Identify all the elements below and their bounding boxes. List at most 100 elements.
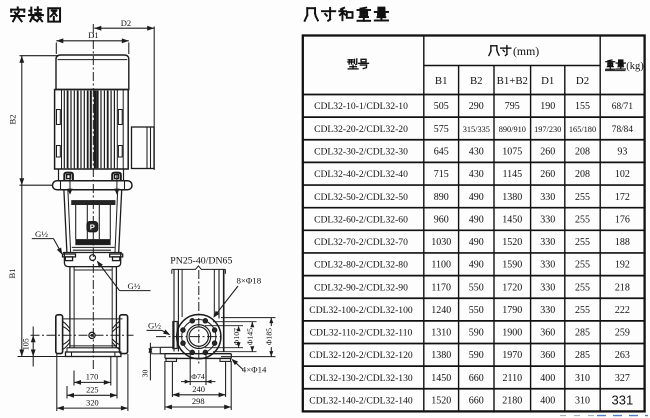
svg-text:30: 30: [141, 370, 150, 378]
svg-text:CDL32-20-2/CDL32-20: CDL32-20-2/CDL32-20: [314, 124, 408, 135]
svg-text:CDL32-120-2/CDL32-120: CDL32-120-2/CDL32-120: [309, 350, 413, 361]
svg-text:Φ107: Φ107: [232, 328, 241, 345]
svg-text:330: 330: [540, 237, 555, 248]
svg-text:255: 255: [575, 260, 590, 271]
svg-text:CDL32-80-2/CDL32-80: CDL32-80-2/CDL32-80: [314, 260, 408, 271]
svg-text:1520: 1520: [502, 237, 522, 248]
svg-text:Φ185: Φ185: [265, 328, 274, 345]
svg-text:360: 360: [540, 350, 555, 361]
svg-text:PN25-40/DN65: PN25-40/DN65: [170, 255, 232, 266]
svg-text:1310: 1310: [431, 328, 451, 339]
svg-text:222: 222: [615, 305, 630, 316]
svg-text:4×Φ14: 4×Φ14: [242, 365, 267, 375]
svg-text:165/180: 165/180: [569, 125, 596, 134]
svg-text:259: 259: [615, 328, 630, 339]
svg-text:660: 660: [469, 373, 484, 384]
svg-text:890: 890: [434, 192, 449, 203]
svg-text:890/910: 890/910: [499, 125, 526, 134]
svg-text:8×Φ18: 8×Φ18: [237, 276, 262, 286]
svg-text:430: 430: [469, 169, 484, 180]
svg-text:P: P: [90, 223, 95, 232]
svg-text:B2: B2: [470, 75, 483, 87]
svg-text:CDL32-60-2/CDL32-60: CDL32-60-2/CDL32-60: [314, 214, 408, 225]
svg-text:285: 285: [575, 328, 590, 339]
svg-text:Φ74: Φ74: [191, 372, 205, 381]
svg-text:330: 330: [540, 214, 555, 225]
svg-text:1520: 1520: [431, 396, 451, 407]
svg-text:B1: B1: [435, 75, 448, 87]
svg-text:78/84: 78/84: [612, 125, 634, 135]
svg-text:660: 660: [469, 396, 484, 407]
svg-text:360: 360: [540, 328, 555, 339]
svg-text:331: 331: [612, 393, 634, 408]
svg-text:715: 715: [434, 169, 449, 180]
svg-text:310: 310: [575, 373, 590, 384]
svg-text:CDL32-100-2/CDL32-100: CDL32-100-2/CDL32-100: [309, 305, 413, 316]
svg-text:CDL32-50-2/CDL32-50: CDL32-50-2/CDL32-50: [314, 192, 408, 203]
svg-text:505: 505: [434, 101, 449, 112]
svg-text:192: 192: [615, 260, 630, 271]
svg-text:1590: 1590: [502, 260, 522, 271]
svg-text:B1+B2: B1+B2: [497, 75, 528, 87]
svg-text:D1: D1: [541, 75, 554, 87]
svg-text:330: 330: [540, 305, 555, 316]
svg-text:(kg): (kg): [626, 61, 644, 72]
svg-text:315/335: 315/335: [463, 125, 490, 134]
svg-text:(mm): (mm): [513, 44, 539, 58]
svg-text:CDL32-40-2/CDL32-40: CDL32-40-2/CDL32-40: [314, 169, 408, 180]
svg-text:176: 176: [615, 214, 630, 225]
svg-text:B2: B2: [7, 115, 17, 125]
svg-text:225: 225: [86, 386, 98, 395]
svg-text:400: 400: [540, 396, 555, 407]
svg-text:645: 645: [434, 147, 449, 158]
svg-text:CDL32-110-2/CDL32-110: CDL32-110-2/CDL32-110: [310, 328, 413, 339]
svg-text:102: 102: [615, 169, 630, 180]
svg-text:330: 330: [540, 282, 555, 293]
svg-text:255: 255: [575, 214, 590, 225]
svg-text:1170: 1170: [431, 282, 451, 293]
svg-text:1100: 1100: [431, 260, 451, 271]
svg-text:155: 155: [575, 101, 590, 112]
svg-text:550: 550: [469, 305, 484, 316]
svg-text:G½: G½: [128, 281, 141, 291]
svg-text:490: 490: [469, 214, 484, 225]
svg-text:1450: 1450: [431, 373, 451, 384]
svg-text:310: 310: [575, 396, 590, 407]
svg-text:208: 208: [575, 147, 590, 158]
svg-text:320: 320: [86, 398, 98, 407]
svg-text:1970: 1970: [502, 350, 522, 361]
svg-text:CDL32-10-1/CDL32-10: CDL32-10-1/CDL32-10: [314, 101, 408, 112]
svg-text:170: 170: [86, 373, 98, 382]
svg-text:D2: D2: [576, 75, 589, 87]
svg-text:93: 93: [617, 147, 627, 158]
svg-text:190: 190: [540, 101, 555, 112]
svg-text:68/71: 68/71: [612, 102, 634, 112]
svg-text:1145: 1145: [502, 169, 522, 180]
svg-text:1380: 1380: [431, 350, 451, 361]
svg-text:550: 550: [469, 282, 484, 293]
svg-text:G½: G½: [148, 321, 161, 331]
svg-text:260: 260: [540, 169, 555, 180]
svg-text:CDL32-30-2/CDL32-30: CDL32-30-2/CDL32-30: [314, 147, 408, 158]
svg-text:255: 255: [575, 305, 590, 316]
svg-text:575: 575: [434, 124, 449, 135]
svg-text:490: 490: [469, 192, 484, 203]
svg-text:2110: 2110: [502, 373, 522, 384]
svg-text:330: 330: [540, 192, 555, 203]
svg-text:D2: D2: [121, 18, 131, 28]
svg-text:1030: 1030: [431, 237, 451, 248]
svg-text:795: 795: [505, 101, 520, 112]
svg-text:960: 960: [434, 214, 449, 225]
svg-text:298: 298: [192, 396, 205, 406]
svg-text:430: 430: [469, 147, 484, 158]
svg-text:CDL32-130-2/CDL32-130: CDL32-130-2/CDL32-130: [309, 373, 413, 384]
svg-text:1240: 1240: [431, 305, 451, 316]
svg-text:Φ145: Φ145: [246, 328, 255, 345]
svg-text:285: 285: [575, 350, 590, 361]
svg-text:240: 240: [192, 384, 205, 394]
svg-text:CDL32-90-2/CDL32-90: CDL32-90-2/CDL32-90: [314, 282, 408, 293]
svg-text:1380: 1380: [502, 192, 522, 203]
svg-text:590: 590: [469, 350, 484, 361]
svg-text:490: 490: [469, 260, 484, 271]
svg-text:CDL32-70-2/CDL32-70: CDL32-70-2/CDL32-70: [314, 237, 408, 248]
